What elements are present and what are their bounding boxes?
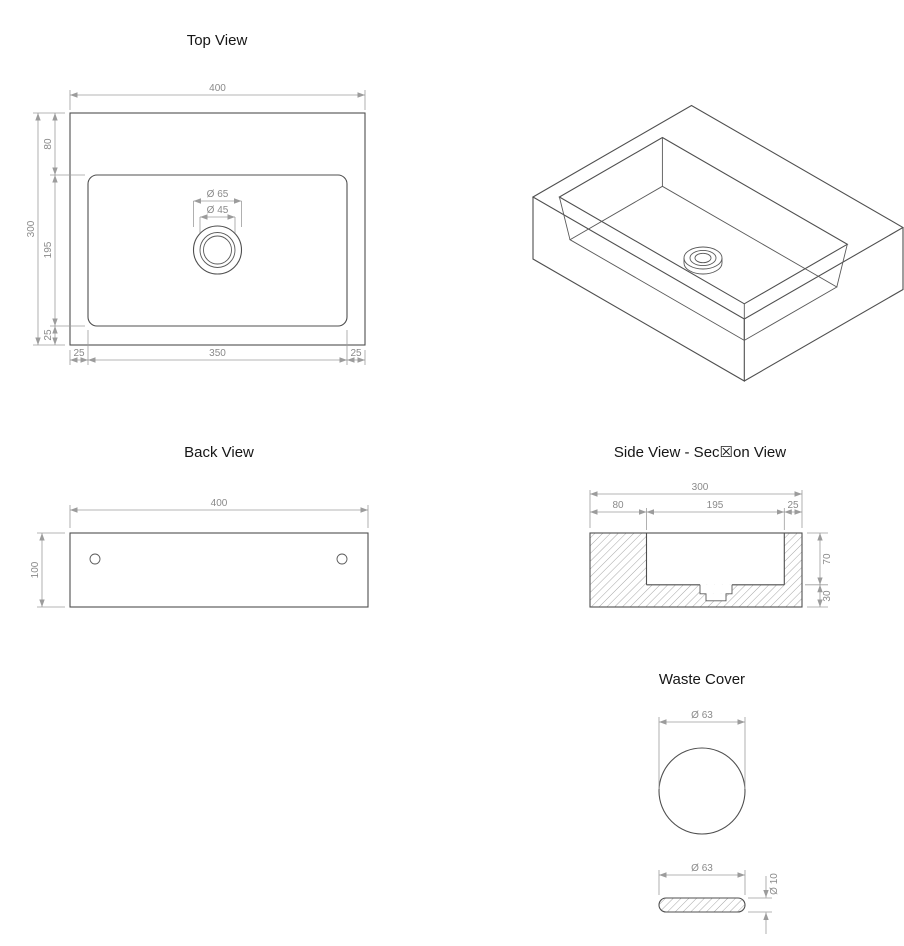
dim-section-basin-depth: 70 (822, 553, 833, 565)
section-view-dimensions: 300 80 195 25 70 30 (589, 482, 833, 608)
dim-top-rim-left: 25 (73, 348, 85, 359)
waste-cover-side-profile (658, 897, 746, 913)
top-view-title: Top View (187, 32, 248, 49)
section-outer-outline (589, 532, 803, 608)
dim-section-basin: 195 (707, 500, 724, 511)
waste-cover-title: Waste Cover (659, 671, 745, 688)
drain-circle-mid (199, 232, 236, 268)
basin-bowl-outline (87, 174, 348, 327)
dim-back-height: 100 (30, 561, 41, 578)
back-view-dimensions: 400 100 (30, 498, 369, 608)
drain-notch-mask (700, 584, 732, 594)
waste-cover-face-dimension: Ø 63 (658, 710, 746, 789)
dim-section-back-ledge: 80 (612, 500, 624, 511)
dim-section-base-thickness: 30 (822, 590, 833, 602)
back-view-title: Back View (184, 444, 254, 461)
back-panel-outline (69, 532, 369, 608)
section-cavity-outline (645, 533, 785, 586)
dim-top-rim-right: 25 (350, 348, 362, 359)
iso-drain-hole (694, 252, 712, 264)
drain-notch-mask-lower (706, 593, 726, 601)
dim-top-basin-width: 350 (209, 348, 226, 359)
iso-top-face (531, 104, 904, 320)
iso-body-edges (532, 197, 904, 382)
dim-section-overall: 300 (692, 482, 709, 493)
dim-waste-side-diameter: Ø 63 (691, 863, 713, 874)
dim-back-width: 400 (211, 498, 228, 509)
dim-top-front-rim: 25 (43, 329, 54, 341)
iso-drain (683, 246, 723, 275)
section-view-title: Side View - Sec☒on View (614, 444, 786, 461)
waste-cover-view: Waste Cover Ø 63 Ø 63 Ø 10 (658, 671, 780, 934)
top-view-dimensions: 400 300 80 195 25 25 350 25 (26, 83, 366, 365)
section-hatching (590, 533, 802, 607)
iso-drain-lip (683, 258, 723, 275)
dim-drain-inner: Ø 45 (207, 205, 229, 216)
dim-waste-face-diameter: Ø 63 (691, 710, 713, 721)
waste-cover-side-dimensions: Ø 63 Ø 10 (658, 863, 780, 934)
dim-top-basin-length: 195 (43, 241, 54, 258)
basin-outer-outline (69, 112, 366, 346)
section-view: Side View - Sec☒on View 300 80 195 25 (589, 444, 833, 608)
iso-basin-wall-edges (558, 137, 848, 341)
iso-basin-floor (569, 185, 838, 341)
dim-section-front: 25 (787, 500, 799, 511)
mounting-hole-right (336, 553, 348, 565)
dim-drain-outer: Ø 65 (207, 189, 229, 200)
dim-waste-thickness: Ø 10 (769, 873, 780, 895)
back-view: Back View 400 100 (30, 444, 369, 608)
isometric-view (531, 104, 904, 382)
iso-drain-mid (689, 249, 717, 267)
top-view-drawing (69, 112, 366, 346)
dim-top-overall-depth: 300 (26, 220, 37, 237)
waste-cover-face (658, 747, 746, 835)
dim-top-back-ledge: 80 (43, 138, 54, 150)
drain-circle-outer (192, 225, 243, 275)
drain-circle-inner (203, 235, 232, 265)
dim-top-overall-width: 400 (209, 83, 226, 94)
top-view: Top View 400 300 80 195 (26, 32, 366, 365)
section-drain-outline (699, 584, 733, 602)
mounting-hole-left (89, 553, 101, 565)
